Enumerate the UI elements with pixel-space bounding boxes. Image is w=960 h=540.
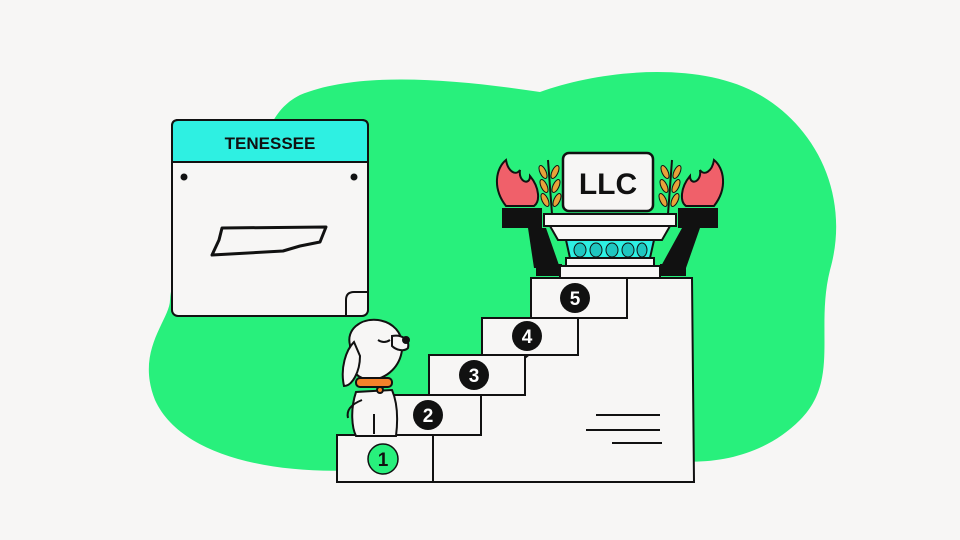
step-5: 5 (530, 277, 628, 319)
wheat-icon (658, 159, 682, 215)
step-4: 4 (481, 317, 579, 356)
calendar-title: TENESSEE (225, 134, 316, 153)
step-number: 1 (378, 450, 389, 471)
trophy-label: LLC (579, 168, 637, 201)
dog-icon (341, 318, 410, 437)
step-3: 3 (428, 354, 526, 396)
step-1: 1 (336, 434, 434, 483)
torch-icon (496, 158, 562, 276)
step-number: 3 (469, 366, 480, 387)
step-number: 5 (570, 289, 581, 310)
calendar-icon: TENESSEE (171, 119, 369, 317)
tennessee-map-icon (210, 225, 328, 257)
step-number: 2 (423, 406, 434, 427)
trophy-pedestal-icon: LLC (543, 151, 677, 279)
wheat-icon (538, 159, 562, 215)
step-number: 4 (522, 327, 533, 348)
step-2: 2 (384, 394, 482, 436)
torch-icon (660, 158, 724, 276)
